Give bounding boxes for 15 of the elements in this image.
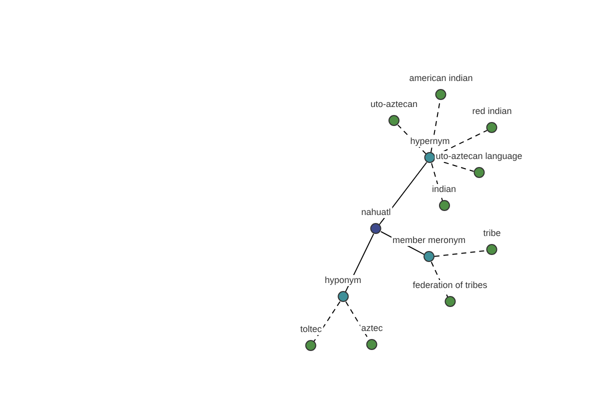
node-label: uto-aztecan language: [434, 151, 524, 162]
node-label: toltec: [299, 324, 323, 335]
node-label: nahuatl: [360, 207, 392, 218]
node-label: hyponym: [324, 275, 362, 286]
dashed-line: [314, 301, 340, 342]
node-label: aztec: [360, 323, 384, 334]
node-label: uto-aztecan: [369, 99, 419, 110]
node-label: american indian: [408, 73, 474, 84]
node-label: hypernym: [409, 136, 451, 147]
node-label: federation of tribes: [412, 280, 488, 291]
node-label: red indian: [471, 106, 513, 117]
node-label: member meronym: [392, 235, 466, 246]
node-label: tribe: [482, 228, 502, 239]
node-label: indian: [430, 184, 458, 195]
dashed-line: [397, 124, 427, 155]
